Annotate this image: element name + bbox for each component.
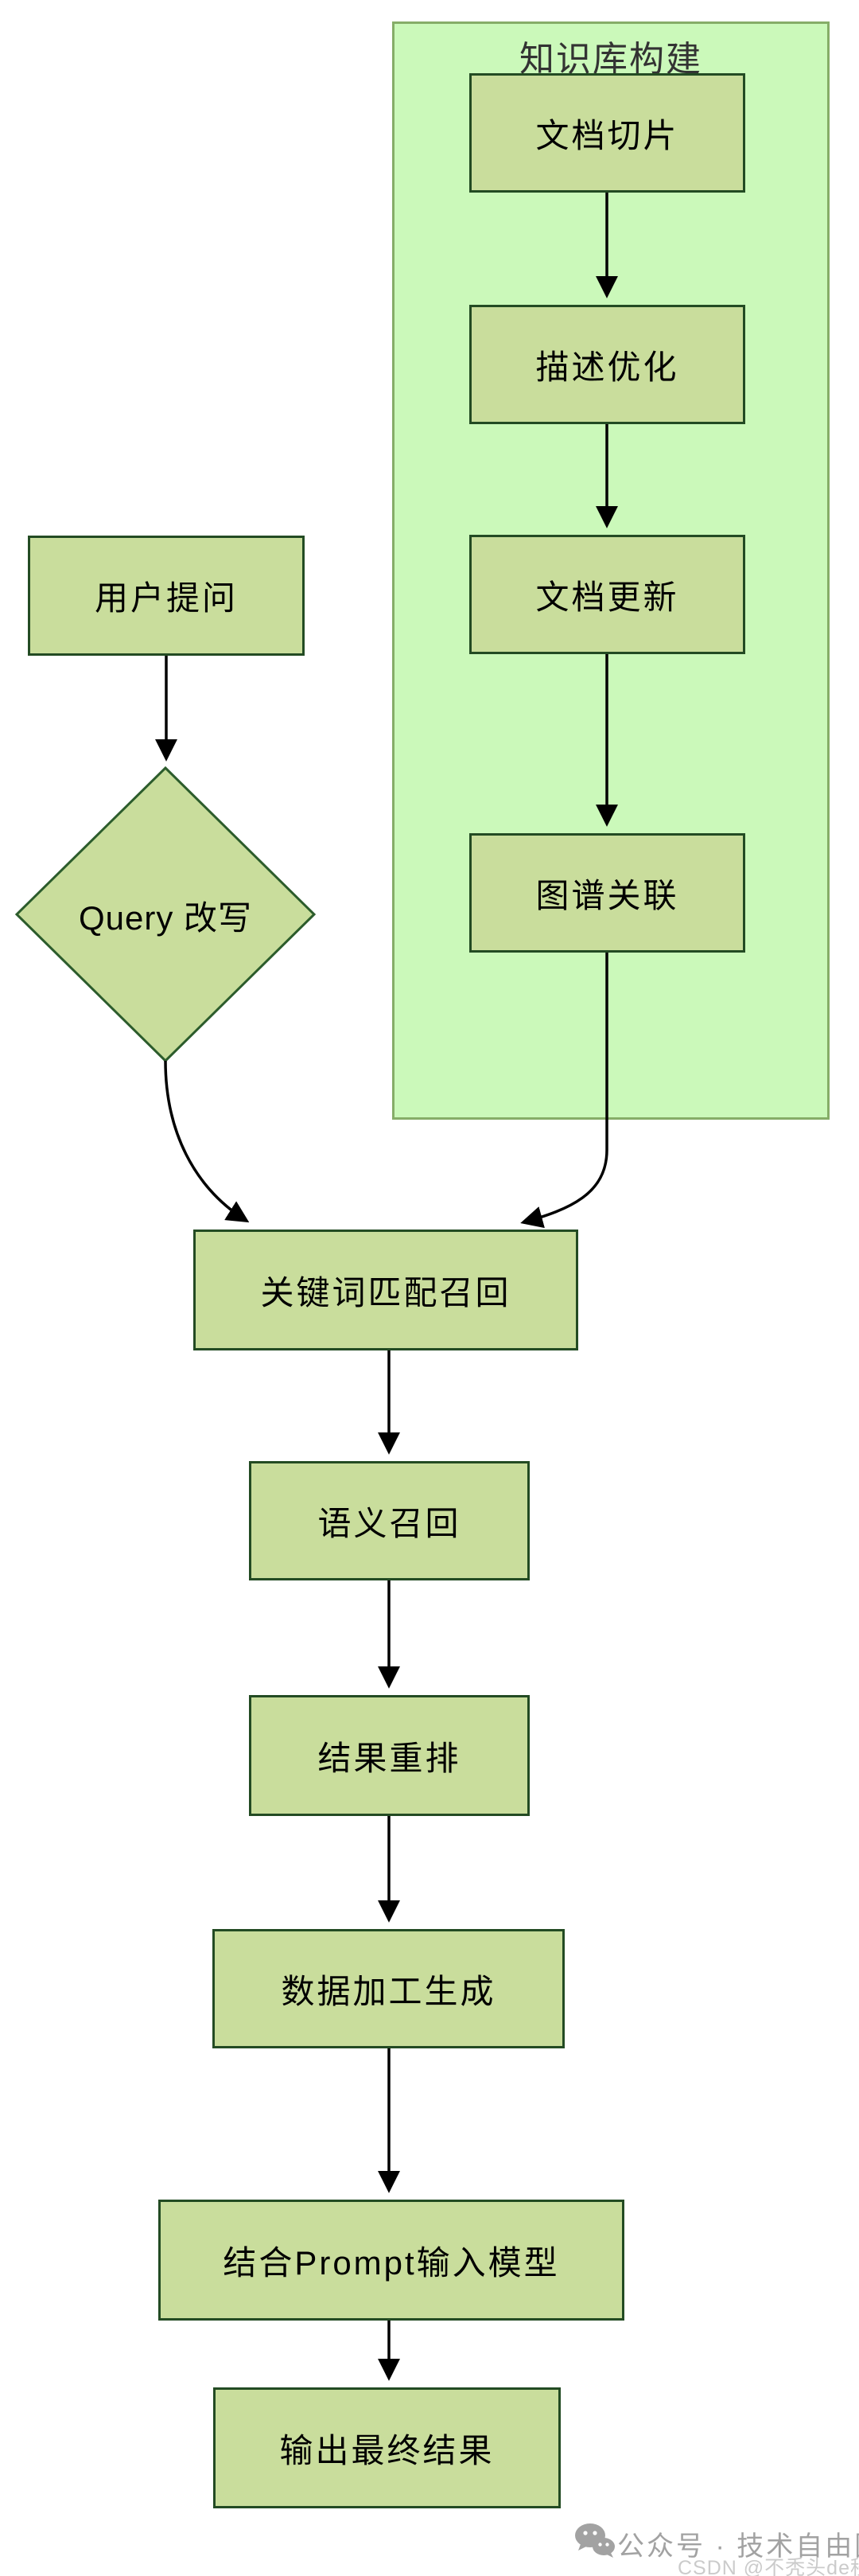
node-result-rerank-label: 结果重排 [317, 1739, 461, 1777]
edge-queryrewrite-keyword [164, 1060, 250, 1223]
node-prompt-input-model: 结合Prompt输入模型 [158, 2200, 624, 2321]
node-keyword-match-recall: 关键词匹配召回 [193, 1230, 578, 1350]
node-final-output: 输出最终结果 [213, 2387, 561, 2508]
node-result-rerank: 结果重排 [249, 1695, 530, 1816]
node-semantic-recall-label: 语义召回 [317, 1504, 461, 1542]
node-user-question: 用户提问 [28, 536, 305, 656]
node-semantic-recall: 语义召回 [249, 1461, 530, 1580]
node-description-optimize: 描述优化 [469, 305, 745, 424]
node-graph-association: 图谱关联 [469, 833, 745, 953]
node-prompt-input-model-label: 结合Prompt输入模型 [223, 2243, 560, 2282]
node-doc-update: 文档更新 [469, 535, 745, 654]
node-final-output-label: 输出最终结果 [279, 2431, 495, 2469]
node-description-optimize-label: 描述优化 [535, 348, 679, 386]
node-user-question-label: 用户提问 [94, 579, 238, 617]
node-data-process-generate: 数据加工生成 [212, 1929, 565, 2048]
node-query-rewrite-label: Query 改写 [78, 898, 253, 937]
node-doc-slice: 文档切片 [469, 73, 745, 193]
node-graph-association-label: 图谱关联 [535, 876, 679, 914]
node-data-process-generate-label: 数据加工生成 [281, 1972, 496, 2010]
node-keyword-match-recall-label: 关键词匹配召回 [260, 1273, 511, 1311]
knowledge-base-group-title: 知识库构建 [519, 40, 702, 79]
wechat-icon [575, 2523, 615, 2558]
edge-graphlink-keyword [520, 953, 608, 1229]
watermark-wechat-channel: 公众号 · 技术自由圈 [617, 2531, 859, 2562]
node-doc-update-label: 文档更新 [535, 578, 679, 616]
watermark-csdn: CSDN @不秃头de程序猿 [678, 2557, 859, 2576]
node-doc-slice-label: 文档切片 [535, 116, 679, 154]
